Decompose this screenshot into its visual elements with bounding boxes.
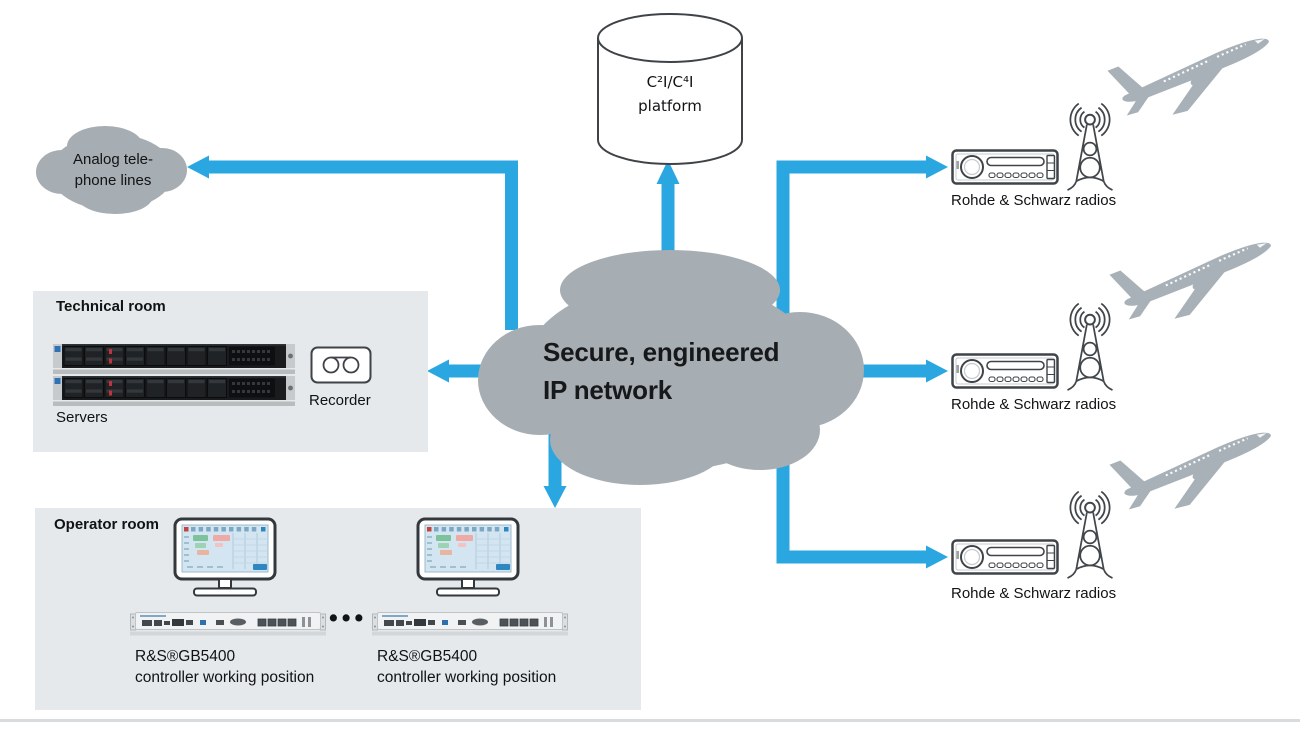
antenna-icon	[1066, 302, 1114, 392]
ellipsis-dots: •••	[329, 604, 368, 632]
network-cloud-label: Secure, engineered IP network	[543, 333, 813, 409]
airplane-icon	[1106, 11, 1283, 134]
page-edge-divider	[0, 719, 1300, 722]
platform-label: C²I/C⁴I platform	[595, 70, 745, 118]
platform-label-line1: C²I/C⁴I	[646, 73, 694, 91]
rack-unit-icon	[129, 612, 327, 636]
recorder-label: Recorder	[309, 392, 371, 409]
network-cloud-icon	[478, 250, 864, 485]
servers-label: Servers	[56, 409, 108, 426]
recorder-icon	[310, 346, 372, 384]
radio-label: Rohde & Schwarz radios	[951, 192, 1117, 209]
radio-label: Rohde & Schwarz radios	[951, 585, 1117, 602]
arrowhead-right-3	[926, 545, 948, 569]
analog-label-line1: Analog tele-	[72, 151, 154, 168]
radio-label: Rohde & Schwarz radios	[951, 396, 1117, 413]
workstation-caption: controller working position	[135, 669, 315, 686]
arrowhead-left-analog	[187, 155, 209, 179]
antenna-icon	[1066, 102, 1114, 192]
airplane-icon	[1108, 215, 1285, 338]
operator-room-panel	[35, 508, 641, 710]
radio-icon	[951, 353, 1059, 389]
workstation-label: R&S®GB5400 controller working position	[377, 646, 597, 688]
analog-cloud-label: Analog tele- phone lines	[40, 149, 186, 191]
network-label-line1: Secure, engineered	[543, 337, 780, 367]
database-icon	[597, 13, 743, 165]
arrowhead-down	[543, 486, 567, 508]
operator-room-title: Operator room	[54, 516, 160, 533]
network-label-line2: IP network	[543, 375, 673, 405]
radio-icon	[951, 539, 1059, 575]
platform-label-line2: platform	[638, 97, 702, 115]
workstation-model: R&S®GB5400	[135, 648, 236, 665]
connector-radio-top	[776, 160, 928, 330]
workstation-model: R&S®GB5400	[377, 648, 478, 665]
airplane-icon	[1108, 405, 1285, 528]
rack-unit-icon	[371, 612, 569, 636]
radio-icon	[951, 149, 1059, 185]
analog-label-line2: phone lines	[74, 172, 152, 189]
arrowhead-left-technical	[427, 359, 449, 383]
workstation-label: R&S®GB5400 controller working position	[135, 646, 355, 688]
workstation-caption: controller working position	[377, 669, 557, 686]
monitor-icon	[416, 517, 520, 597]
arrowhead-up	[656, 160, 680, 184]
analog-cloud-icon	[36, 126, 187, 214]
server-icon	[52, 343, 296, 407]
connector-analog	[206, 160, 518, 330]
arrowhead-right-2	[926, 359, 948, 383]
monitor-icon	[173, 517, 277, 597]
technical-room-title: Technical room	[56, 298, 166, 315]
antenna-icon	[1066, 490, 1114, 580]
arrowhead-right-1	[926, 155, 948, 179]
